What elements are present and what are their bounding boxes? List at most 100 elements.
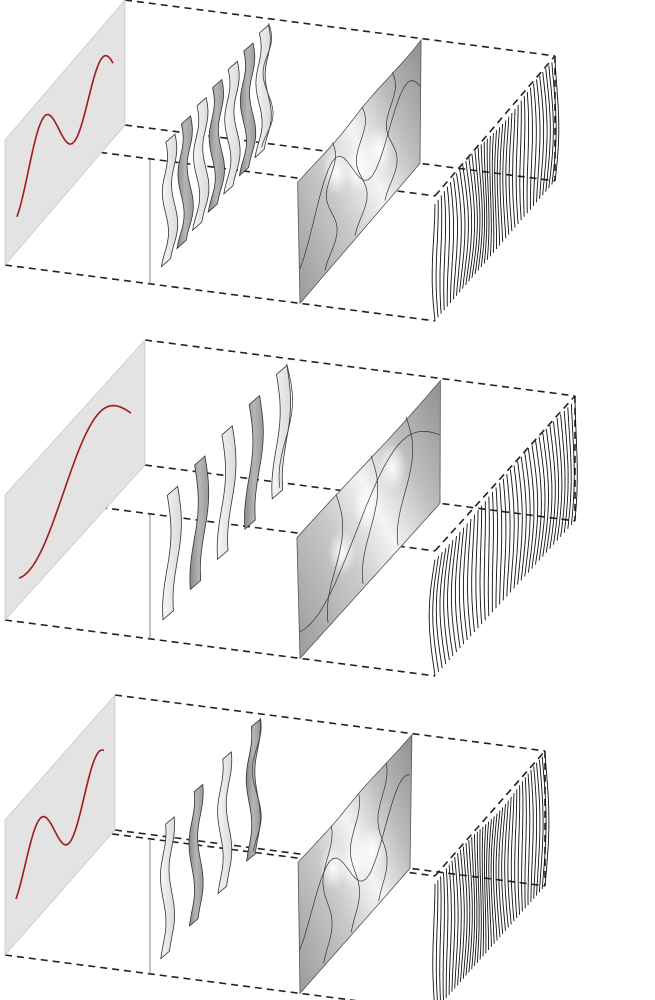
rib bbox=[508, 112, 513, 232]
rib bbox=[554, 59, 560, 181]
box-edge bbox=[434, 750, 546, 877]
surface-seam bbox=[377, 763, 388, 902]
rib bbox=[435, 552, 443, 669]
rib bbox=[495, 810, 501, 938]
continuous-surface bbox=[297, 38, 422, 305]
rib bbox=[477, 147, 483, 271]
rib bbox=[509, 469, 515, 593]
dense-ribs bbox=[428, 400, 578, 676]
rib bbox=[491, 491, 494, 613]
rib bbox=[483, 501, 486, 621]
rib bbox=[513, 465, 519, 589]
fin bbox=[162, 485, 182, 621]
fin bbox=[254, 24, 272, 159]
continuous-surface bbox=[296, 379, 441, 660]
box-edge bbox=[114, 694, 546, 752]
rib bbox=[489, 135, 492, 257]
rib bbox=[474, 834, 478, 967]
guide-curve bbox=[15, 749, 105, 900]
fin-profile-curve bbox=[251, 718, 262, 853]
rib bbox=[439, 548, 447, 665]
fin bbox=[245, 718, 261, 862]
rib bbox=[453, 177, 458, 300]
rib bbox=[465, 160, 473, 286]
rib bbox=[486, 138, 490, 260]
fin bbox=[176, 115, 194, 250]
surface-seam bbox=[384, 72, 398, 201]
rib bbox=[498, 807, 504, 935]
rib bbox=[545, 428, 553, 553]
fin bbox=[223, 60, 241, 195]
rib bbox=[451, 860, 456, 992]
surface-seam bbox=[326, 494, 344, 623]
rib bbox=[538, 759, 544, 893]
rib bbox=[542, 432, 549, 557]
rib bbox=[447, 540, 454, 657]
rib bbox=[493, 813, 498, 941]
rib bbox=[512, 108, 516, 228]
rib bbox=[458, 527, 465, 645]
surface-seam bbox=[361, 455, 379, 584]
rib bbox=[471, 514, 475, 633]
rib bbox=[462, 164, 469, 289]
rib bbox=[476, 831, 480, 963]
rib bbox=[432, 883, 436, 1000]
fin bbox=[216, 425, 237, 561]
rib bbox=[502, 120, 507, 239]
rib bbox=[507, 796, 512, 925]
rib bbox=[457, 853, 462, 986]
dense-ribs bbox=[431, 59, 560, 321]
fin bbox=[191, 96, 210, 232]
rib bbox=[520, 456, 527, 581]
rib bbox=[480, 144, 486, 268]
curve-plane bbox=[4, 693, 116, 957]
rib bbox=[428, 559, 436, 676]
rib bbox=[499, 123, 504, 242]
rib bbox=[514, 789, 518, 919]
rib bbox=[462, 523, 468, 641]
surface-bulge bbox=[378, 442, 407, 491]
reference-plane bbox=[4, 0, 126, 267]
vertical-fins bbox=[149, 718, 262, 974]
rib bbox=[541, 756, 547, 890]
rib bbox=[479, 829, 482, 960]
row-3 bbox=[4, 693, 550, 1000]
surface-seam bbox=[324, 142, 338, 271]
rib bbox=[459, 849, 465, 983]
rib bbox=[487, 496, 490, 617]
box-edge bbox=[434, 55, 556, 197]
box-edge bbox=[434, 395, 576, 552]
rib bbox=[456, 173, 462, 296]
surface-guide-seam bbox=[299, 774, 411, 950]
rib bbox=[501, 803, 506, 931]
rib bbox=[495, 487, 499, 609]
rib bbox=[530, 769, 534, 902]
vertical-fins bbox=[149, 363, 293, 639]
rib bbox=[490, 816, 495, 944]
rib bbox=[549, 425, 556, 549]
rib bbox=[527, 448, 535, 573]
rib bbox=[450, 535, 457, 653]
rib bbox=[454, 856, 459, 989]
fin bbox=[238, 42, 257, 177]
rib bbox=[481, 826, 484, 957]
rib bbox=[474, 150, 481, 275]
rib bbox=[448, 864, 452, 995]
surface-seam bbox=[350, 794, 360, 933]
box-edge bbox=[124, 0, 556, 57]
rib bbox=[519, 100, 522, 221]
rib bbox=[502, 478, 507, 601]
rib bbox=[468, 839, 473, 973]
surface-bulge bbox=[319, 842, 347, 891]
rib bbox=[553, 421, 560, 545]
rib bbox=[545, 68, 551, 192]
rib bbox=[542, 71, 548, 196]
guide-curve bbox=[18, 404, 132, 579]
fin bbox=[189, 455, 210, 591]
curve-plane bbox=[4, 0, 126, 267]
rib bbox=[536, 762, 541, 896]
rib bbox=[531, 444, 539, 569]
rib bbox=[551, 62, 557, 185]
guide-curve bbox=[16, 54, 114, 217]
